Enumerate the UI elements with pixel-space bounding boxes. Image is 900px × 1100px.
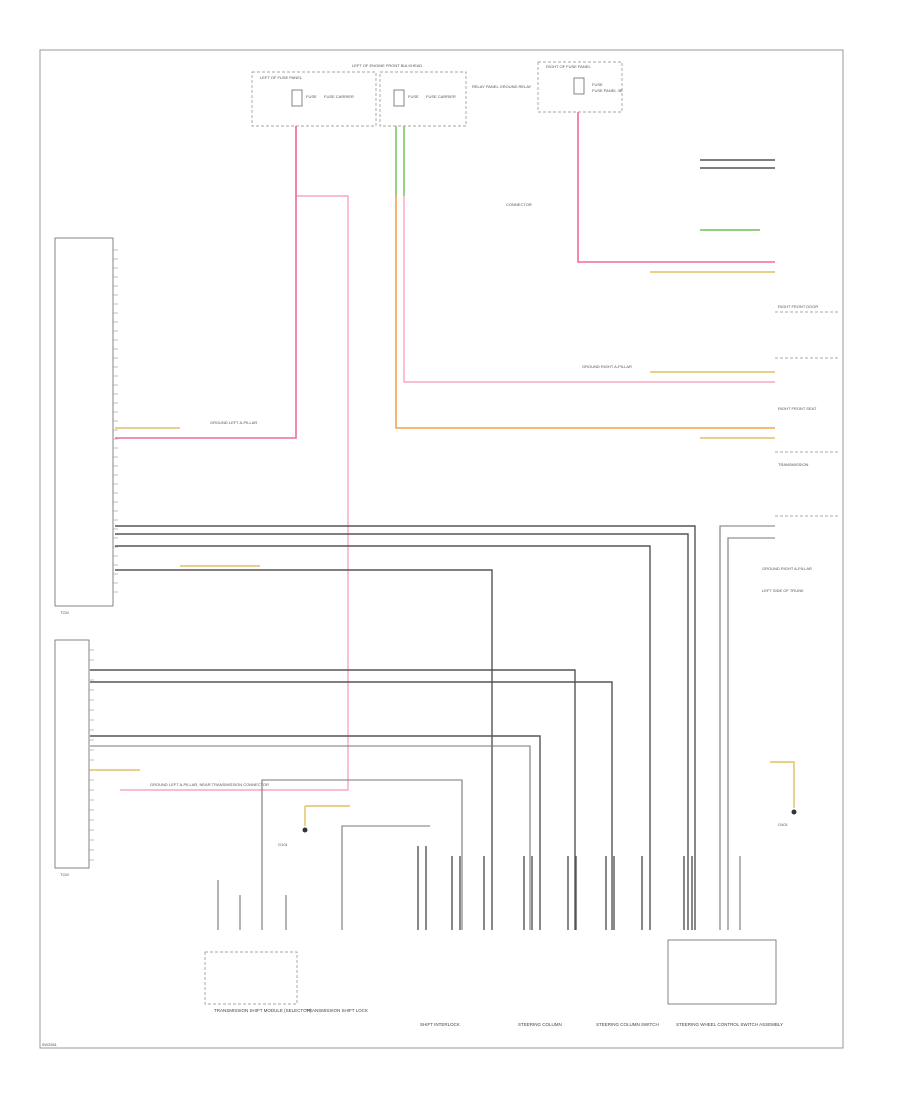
module-bottom-label: TCM: [60, 872, 69, 877]
module-top-pins: [113, 249, 118, 593]
fuse-c-icon: [573, 77, 585, 95]
wire-gray-6: [90, 681, 613, 930]
wire-orange: [395, 196, 775, 429]
bottom-2-label: TRANSMISSION SHIFT LOCK: [306, 1008, 368, 1013]
wire-gray-2: [115, 533, 689, 930]
wire-right-stub-1: [700, 159, 775, 169]
splice-left-label: GROUND LEFT A-PILLAR: [210, 420, 257, 425]
module-bottom-pins: [89, 649, 94, 861]
wire-gray-8: [90, 745, 531, 930]
wire-gray-3: [115, 545, 651, 930]
wire-gray-7: [90, 735, 541, 930]
wire-gray-right-1: [719, 525, 775, 930]
wire-pink-right: [577, 112, 775, 263]
bottom-1-label: TRANSMISSION SHIFT MODULE (SELECTOR): [214, 1008, 312, 1013]
ground-g101: G101: [278, 827, 308, 847]
fuse-b-note: FUSE CARRIER: [426, 94, 456, 99]
wire-gray-shift-2: [451, 856, 461, 930]
wire-gray-loop: [261, 779, 463, 930]
wire-gray-col: [523, 856, 533, 930]
fuse-block-left-title: LEFT OF FUSE PANEL: [260, 75, 303, 80]
fuse-c-label: FUSE: [592, 82, 603, 87]
diagram-frame: [39, 49, 844, 1049]
fuse-block-mid-title: LEFT OF ENGINE FRONT BULKHEAD: [352, 63, 422, 68]
wire-gray-shift: [417, 846, 427, 930]
right-conn-1-label: RIGHT FRONT DOOR: [778, 304, 818, 309]
bottom-component-6: STEERING WHEEL CONTROL SWITCH ASSEMBLY: [667, 939, 783, 1027]
fuse-c-note: FUSE PANEL 3E: [592, 88, 623, 93]
module-top: TCM: [54, 237, 114, 615]
wire-pink-relay: [403, 196, 775, 383]
ground-1-label: G101: [278, 842, 289, 847]
bottom-component-4: STEERING COLUMN: [518, 1022, 562, 1027]
right-conn-4-label: GROUND RIGHT A-PILLAR: [762, 566, 812, 571]
bottom-component-2: TRANSMISSION SHIFT LOCK: [306, 1008, 368, 1013]
fuse-a-note: FUSE CARRIER: [324, 94, 354, 99]
wire-gray-sw: [605, 856, 615, 930]
splice-mid-label: GROUND LEFT A-PILLAR, NEAR TRANSMISSION …: [150, 782, 269, 787]
wire-gray-col-2: [567, 856, 577, 930]
fuse-b-label: FUSE: [408, 94, 419, 99]
bottom-4-label: STEERING COLUMN: [518, 1022, 562, 1027]
fuse-a-label: FUSE: [306, 94, 317, 99]
wire-gray-selector: [217, 880, 287, 930]
ground-2-label: G401: [778, 822, 789, 827]
module-bottom: TCM: [54, 639, 90, 877]
wire-gray-right-2: [727, 537, 775, 930]
wire-gray-wh: [683, 856, 693, 930]
wire-gray-5: [90, 669, 576, 930]
splice-top-right-label: CONNECTOR: [506, 202, 532, 207]
fuse-a-icon: [291, 89, 303, 107]
right-connectors: RIGHT FRONT DOOR RIGHT FRONT SEAT TRANSM…: [762, 304, 840, 593]
fuse-block-left: LEFT OF FUSE PANEL FUSE FUSE CARRIER: [251, 71, 377, 127]
bottom-3-label: SHIFT INTERLOCK: [420, 1022, 460, 1027]
right-conn-3-label: TRANSMISSION: [778, 462, 809, 467]
fuse-b-icon: [393, 89, 405, 107]
wire-pink-light: [120, 126, 349, 791]
wire-gray-loop-2: [341, 825, 430, 930]
bottom-5-label: STEERING COLUMN SWITCH: [596, 1022, 659, 1027]
bottom-component-1: TRANSMISSION SHIFT MODULE (SELECTOR): [204, 951, 312, 1013]
bottom-component-3: SHIFT INTERLOCK: [420, 1022, 460, 1027]
wire-gray-4: [115, 569, 493, 930]
splice-center-label: GROUND RIGHT A-PILLAR: [582, 364, 632, 369]
module-top-label: TCM: [60, 610, 69, 615]
right-conn-5-label: LEFT SIDE OF TRUNK: [762, 588, 804, 593]
footer-code: 0W2561: [42, 1042, 58, 1047]
bottom-component-5: STEERING COLUMN SWITCH: [596, 1022, 659, 1027]
fuse-block-right: RIGHT OF FUSE PANEL FUSE FUSE PANEL 3E: [537, 61, 623, 113]
wire-gray-1: [115, 525, 696, 930]
wire-pink-main: [115, 126, 297, 439]
right-conn-2-label: RIGHT FRONT SEAT: [778, 406, 817, 411]
wire-ground-1: [304, 805, 350, 826]
fuse-block-right-title: RIGHT OF FUSE PANEL: [546, 64, 592, 69]
fuse-block-mid: LEFT OF ENGINE FRONT BULKHEAD FUSE FUSE …: [352, 63, 532, 127]
ground-g401: G401: [778, 809, 797, 827]
bottom-6-label: STEERING WHEEL CONTROL SWITCH ASSEMBLY: [676, 1022, 783, 1027]
relay-note: RELAY PANEL GROUND RELAY: [472, 84, 532, 89]
wire-ground-2: [770, 761, 795, 808]
